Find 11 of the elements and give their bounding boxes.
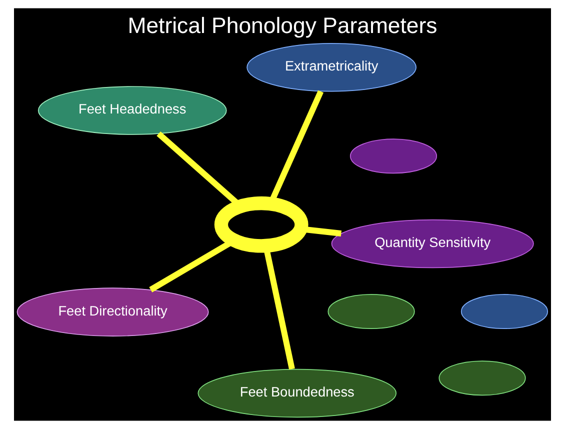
node-ellipse: Feet Directionality — [16, 288, 209, 336]
diagram-title: Metrical Phonology Parameters — [128, 12, 438, 38]
node-ellipse: Feet Headedness — [38, 86, 227, 135]
node-ring — [214, 196, 308, 253]
node-ellipse: Quantity Sensitivity — [331, 219, 534, 268]
node-ellipse — [438, 360, 526, 396]
node-ellipse: Feet Boundedness — [198, 368, 397, 418]
node-ellipse — [350, 138, 438, 174]
node-ellipse — [460, 294, 548, 330]
node-ellipse: Extrametricality — [246, 42, 416, 92]
node-ellipse — [328, 294, 415, 330]
